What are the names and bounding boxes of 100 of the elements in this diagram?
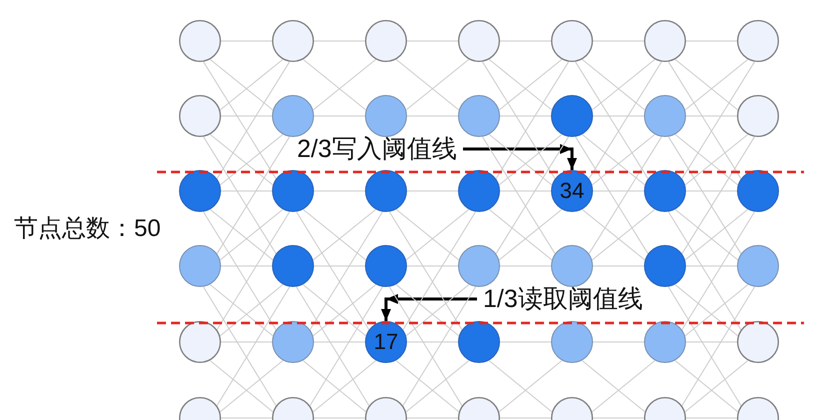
connector-line (592, 134, 656, 186)
network-node (272, 95, 314, 137)
network-node (737, 95, 779, 137)
network-node (179, 397, 221, 420)
connector-line (686, 190, 738, 192)
connector-line (674, 134, 738, 186)
network-node (644, 20, 686, 62)
network-node (551, 397, 593, 420)
connector-line (312, 208, 376, 260)
connector-line (682, 136, 756, 254)
connector-line (592, 58, 656, 110)
connector-line (396, 58, 460, 110)
connector-line (682, 211, 756, 330)
connector-line (668, 211, 742, 330)
connector-line (202, 136, 276, 254)
network-node (179, 20, 221, 62)
connector-line (216, 61, 290, 180)
network-node (458, 95, 500, 137)
connector-line (396, 360, 460, 412)
connector-line (488, 360, 552, 412)
connector-line (202, 211, 276, 330)
connector-line (684, 284, 748, 336)
connector-line (406, 40, 458, 42)
connector-line (210, 284, 274, 336)
network-node (458, 20, 500, 62)
connector-line (314, 190, 366, 192)
connector-line (684, 208, 748, 260)
network-node (737, 20, 779, 62)
connector-line (686, 40, 738, 42)
connector-line (406, 190, 458, 192)
network-node (365, 95, 407, 137)
connector-line (406, 208, 470, 260)
connector-line (302, 208, 366, 260)
connector-line (210, 58, 274, 110)
connector-line (674, 284, 738, 336)
connector-line (396, 208, 460, 260)
network-node (551, 321, 593, 363)
connector-line (674, 58, 738, 110)
network-node (272, 170, 314, 212)
connector-line (296, 211, 370, 330)
network-node (179, 95, 221, 137)
network-node (644, 397, 686, 420)
connector-line (488, 208, 552, 260)
connector-line (488, 58, 552, 110)
connector-line (668, 286, 742, 406)
connector-line (592, 208, 656, 260)
network-node (737, 397, 779, 420)
connector-line (312, 360, 376, 412)
network-node (458, 321, 500, 363)
connector-line (588, 136, 662, 254)
connector-line (498, 58, 562, 110)
network-node (551, 245, 593, 287)
network-node (737, 245, 779, 287)
connector-line (668, 136, 742, 254)
connector-line (498, 360, 562, 412)
connector-line (498, 208, 562, 260)
connector-line (396, 284, 460, 336)
node-number: 34 (560, 179, 584, 203)
connector-line (582, 58, 646, 110)
connector-line (674, 360, 738, 412)
network-node (272, 20, 314, 62)
connector-line (588, 61, 662, 180)
connector-line (388, 286, 462, 406)
connector-line (302, 58, 366, 110)
network-node (458, 170, 500, 212)
network-node (551, 170, 593, 212)
connector-line (312, 58, 376, 110)
network-node (551, 20, 593, 62)
connector-line (220, 134, 284, 186)
connector-line (216, 136, 290, 254)
connector-line (668, 61, 742, 180)
connector-line (302, 284, 366, 336)
network-node (737, 321, 779, 363)
connector-line (592, 190, 644, 192)
connector-line (216, 286, 290, 406)
connector-line (220, 208, 284, 260)
connector-line (406, 284, 470, 336)
connector-line (500, 190, 552, 192)
connector-line (684, 58, 748, 110)
arrow (462, 144, 577, 170)
connector-line (682, 286, 756, 406)
connector-line (210, 134, 274, 186)
connector-line (592, 360, 656, 412)
connector-line (574, 61, 648, 180)
connector-line (312, 284, 376, 336)
network-node (365, 321, 407, 363)
connector-line (296, 286, 370, 406)
network-node (644, 170, 686, 212)
connector-line (488, 134, 552, 186)
connector-line (482, 136, 556, 254)
network-node (458, 397, 500, 420)
connector-line (682, 61, 756, 180)
connector-line (310, 286, 384, 406)
connector-line (582, 134, 646, 186)
connector-line (220, 284, 284, 336)
connector-line (500, 40, 552, 42)
node-number: 17 (374, 330, 398, 354)
connector-line (592, 40, 644, 42)
arrow (381, 294, 477, 321)
connector-line (674, 208, 738, 260)
